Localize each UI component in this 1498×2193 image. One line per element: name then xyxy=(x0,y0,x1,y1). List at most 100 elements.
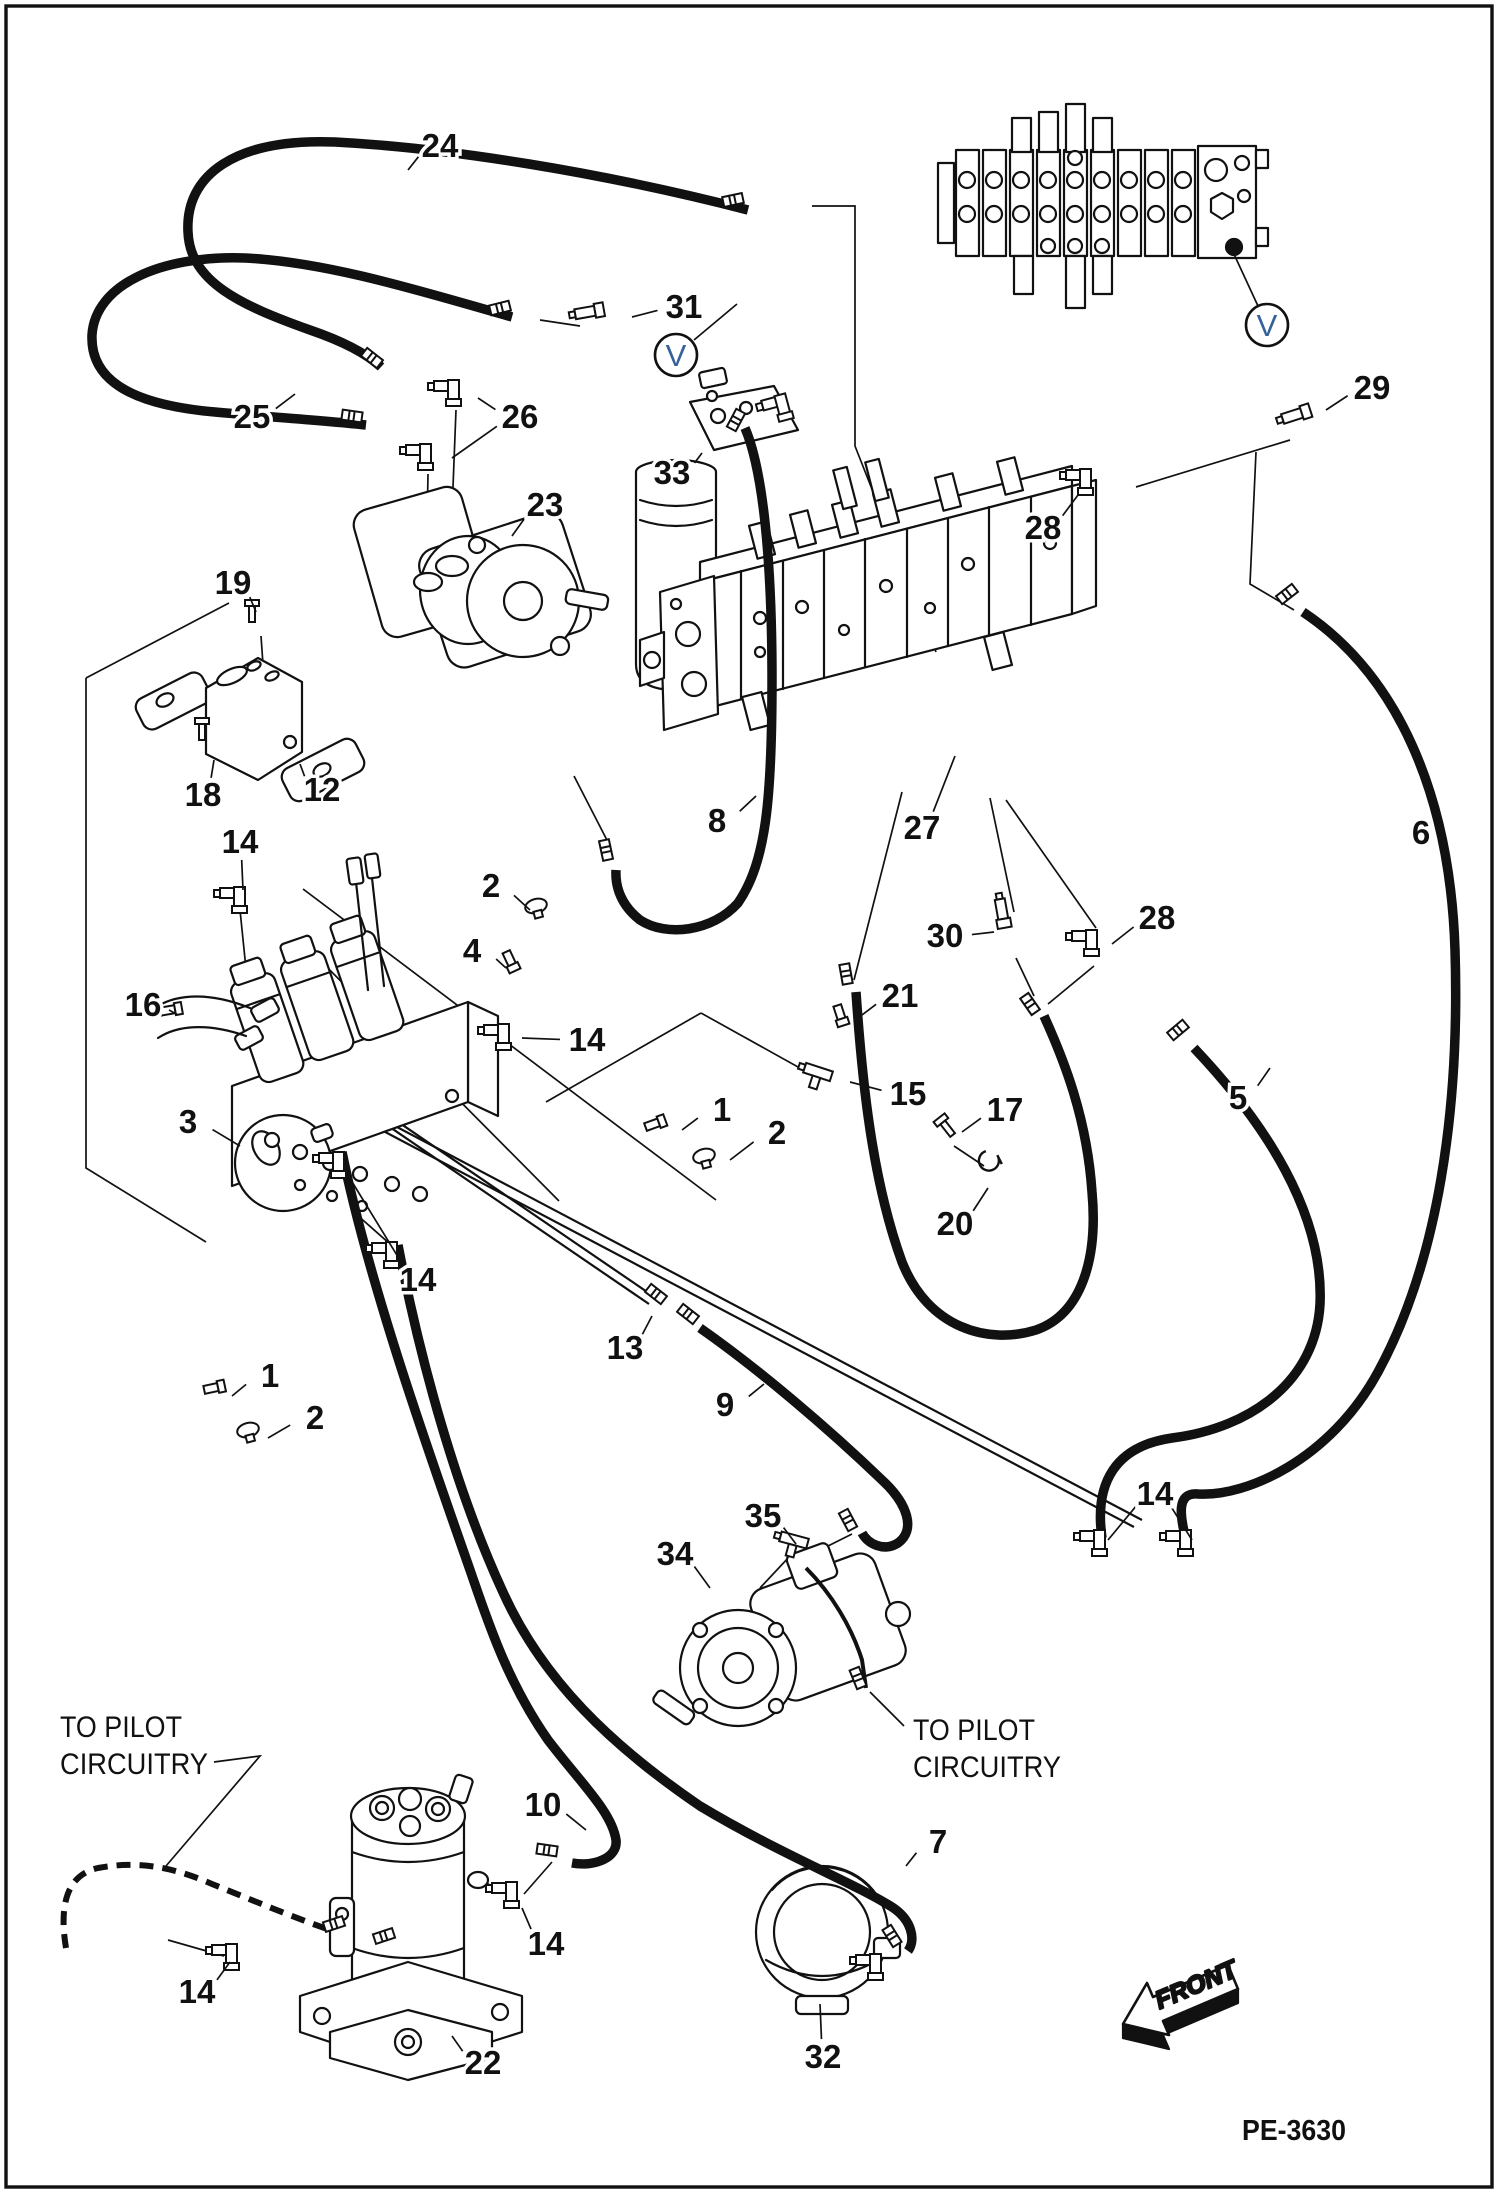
hose-7 xyxy=(393,1244,917,1954)
elbow-14-right-a xyxy=(1073,1529,1108,1557)
pilot-note-right-line2: CIRCUITRY xyxy=(913,1751,1061,1784)
callout-10: 10 xyxy=(525,1786,562,1823)
callout-leader-3 xyxy=(212,1128,241,1147)
v-marker-leader xyxy=(693,303,738,341)
callout-2: 2 xyxy=(768,1114,786,1151)
callout-6: 6 xyxy=(1412,814,1430,851)
steel-tube-lines xyxy=(317,1071,1143,1528)
hose-9 xyxy=(697,1324,913,1552)
callout-4: 4 xyxy=(463,932,482,969)
callout-14: 14 xyxy=(1137,1475,1174,1512)
hose-25 xyxy=(87,253,514,430)
callout-22: 22 xyxy=(465,2044,502,2081)
elbow-14-bracket xyxy=(213,886,248,914)
tee35-to-pump34 xyxy=(759,1555,791,1589)
callout-leader-15 xyxy=(849,1081,882,1092)
callout-35: 35 xyxy=(745,1497,782,1534)
callout-32: 32 xyxy=(805,2038,842,2075)
callout-1: 1 xyxy=(713,1091,731,1128)
fitting30-down xyxy=(1015,957,1035,997)
callout-leader-16 xyxy=(168,1009,179,1016)
triangle-line1 xyxy=(545,1012,702,1103)
callout-23: 23 xyxy=(527,486,564,523)
callout-leader-17 xyxy=(961,1117,982,1133)
v-marker-letter: V xyxy=(666,338,687,373)
callout-leader-1 xyxy=(681,1117,699,1131)
callout-18: 18 xyxy=(185,776,222,813)
text-annotations: TO PILOT CIRCUITRY TO PILOT CIRCUITRY PE… xyxy=(60,1711,1346,2147)
callout-leader-4 xyxy=(495,958,507,969)
hose-11 xyxy=(851,991,1098,1340)
hydraulic-hoses xyxy=(60,136,1461,1954)
callout-leader-32 xyxy=(819,2003,823,2040)
callout-leader-14 xyxy=(521,1907,532,1930)
callout-14: 14 xyxy=(569,1021,606,1058)
fan-motor-32 xyxy=(754,1864,902,2016)
plug-2-mid xyxy=(690,1145,719,1172)
pilot-note-right-line1: TO PILOT xyxy=(913,1714,1035,1747)
line-29-a xyxy=(1135,439,1291,488)
callout-2: 2 xyxy=(482,867,500,904)
callout-14: 14 xyxy=(179,1973,216,2010)
tube-main-a xyxy=(341,1097,1143,1521)
callout-leader-14 xyxy=(345,1171,404,1266)
callout-7: 7 xyxy=(929,1823,947,1860)
callout-leader-14 xyxy=(521,1037,561,1041)
pilot-note-left-line1: TO PILOT xyxy=(60,1711,182,1744)
coupling-6-top xyxy=(1275,582,1299,606)
front-direction-arrow: FRONT xyxy=(1121,1953,1245,2051)
v-marker-leader xyxy=(1232,251,1259,307)
coupling-9-end xyxy=(837,1507,859,1533)
callout-14: 14 xyxy=(528,1925,565,1962)
hose-10 xyxy=(337,1151,621,1869)
callout-14: 14 xyxy=(400,1261,437,1298)
mount-bracket-12 xyxy=(134,656,366,803)
callout-14: 14 xyxy=(222,823,259,860)
pilot-note-left-line2: CIRCUITRY xyxy=(60,1748,208,1781)
clamp-20 xyxy=(976,1148,1005,1174)
coupling-25-tail xyxy=(340,408,364,424)
fitting-1-mid xyxy=(642,1113,669,1134)
plug-2-lower xyxy=(234,1419,263,1446)
callout-25: 25 xyxy=(234,398,271,435)
callout-leader-30 xyxy=(971,931,995,936)
coupling-9-top xyxy=(676,1302,700,1326)
elbow-14-motor xyxy=(485,1881,520,1909)
callout-leader-35 xyxy=(782,1527,797,1545)
callout-leader-13 xyxy=(641,1315,653,1335)
callout-33: 33 xyxy=(654,454,691,491)
triangle-line2 xyxy=(700,1012,817,1078)
callout-8: 8 xyxy=(708,802,726,839)
main-control-valve-27 xyxy=(638,456,1098,732)
coupling-5-top xyxy=(1166,1018,1190,1042)
callout-3: 3 xyxy=(179,1103,197,1140)
fitting-4 xyxy=(499,948,522,975)
callout-leader-23 xyxy=(511,516,527,537)
pilot-pump-23 xyxy=(352,485,610,669)
fitting-16 xyxy=(159,1001,184,1019)
callout-9: 9 xyxy=(716,1386,734,1423)
hose-8 xyxy=(611,426,777,935)
hose9-to-tee35 xyxy=(827,1533,853,1547)
pilot-left-leader xyxy=(165,1754,263,1867)
hose8-end-line xyxy=(573,775,611,847)
callout-19: 19 xyxy=(215,564,252,601)
callout-5: 5 xyxy=(1229,1079,1247,1116)
callout-leader-34 xyxy=(693,1566,711,1589)
callout-leader-14 xyxy=(1171,1507,1193,1541)
drawing-number: PE-3630 xyxy=(1242,2115,1346,2147)
callout-leader-2 xyxy=(267,1424,291,1439)
callout-leader-14 xyxy=(397,1253,403,1266)
fitting-21 xyxy=(830,1002,851,1029)
callout-leader-21 xyxy=(857,1003,877,1019)
callout-20: 20 xyxy=(937,1205,974,1242)
callout-leader-29 xyxy=(1325,395,1349,411)
control-valve-top-view xyxy=(936,102,1270,310)
callout-leader-27 xyxy=(932,755,956,812)
fitting-1-lower xyxy=(201,1378,227,1397)
callout-leader-14 xyxy=(216,1961,231,1981)
callout-leader-28 xyxy=(1061,494,1079,517)
callout-leader-14 xyxy=(240,859,244,891)
callout-leader-28 xyxy=(1111,926,1135,945)
